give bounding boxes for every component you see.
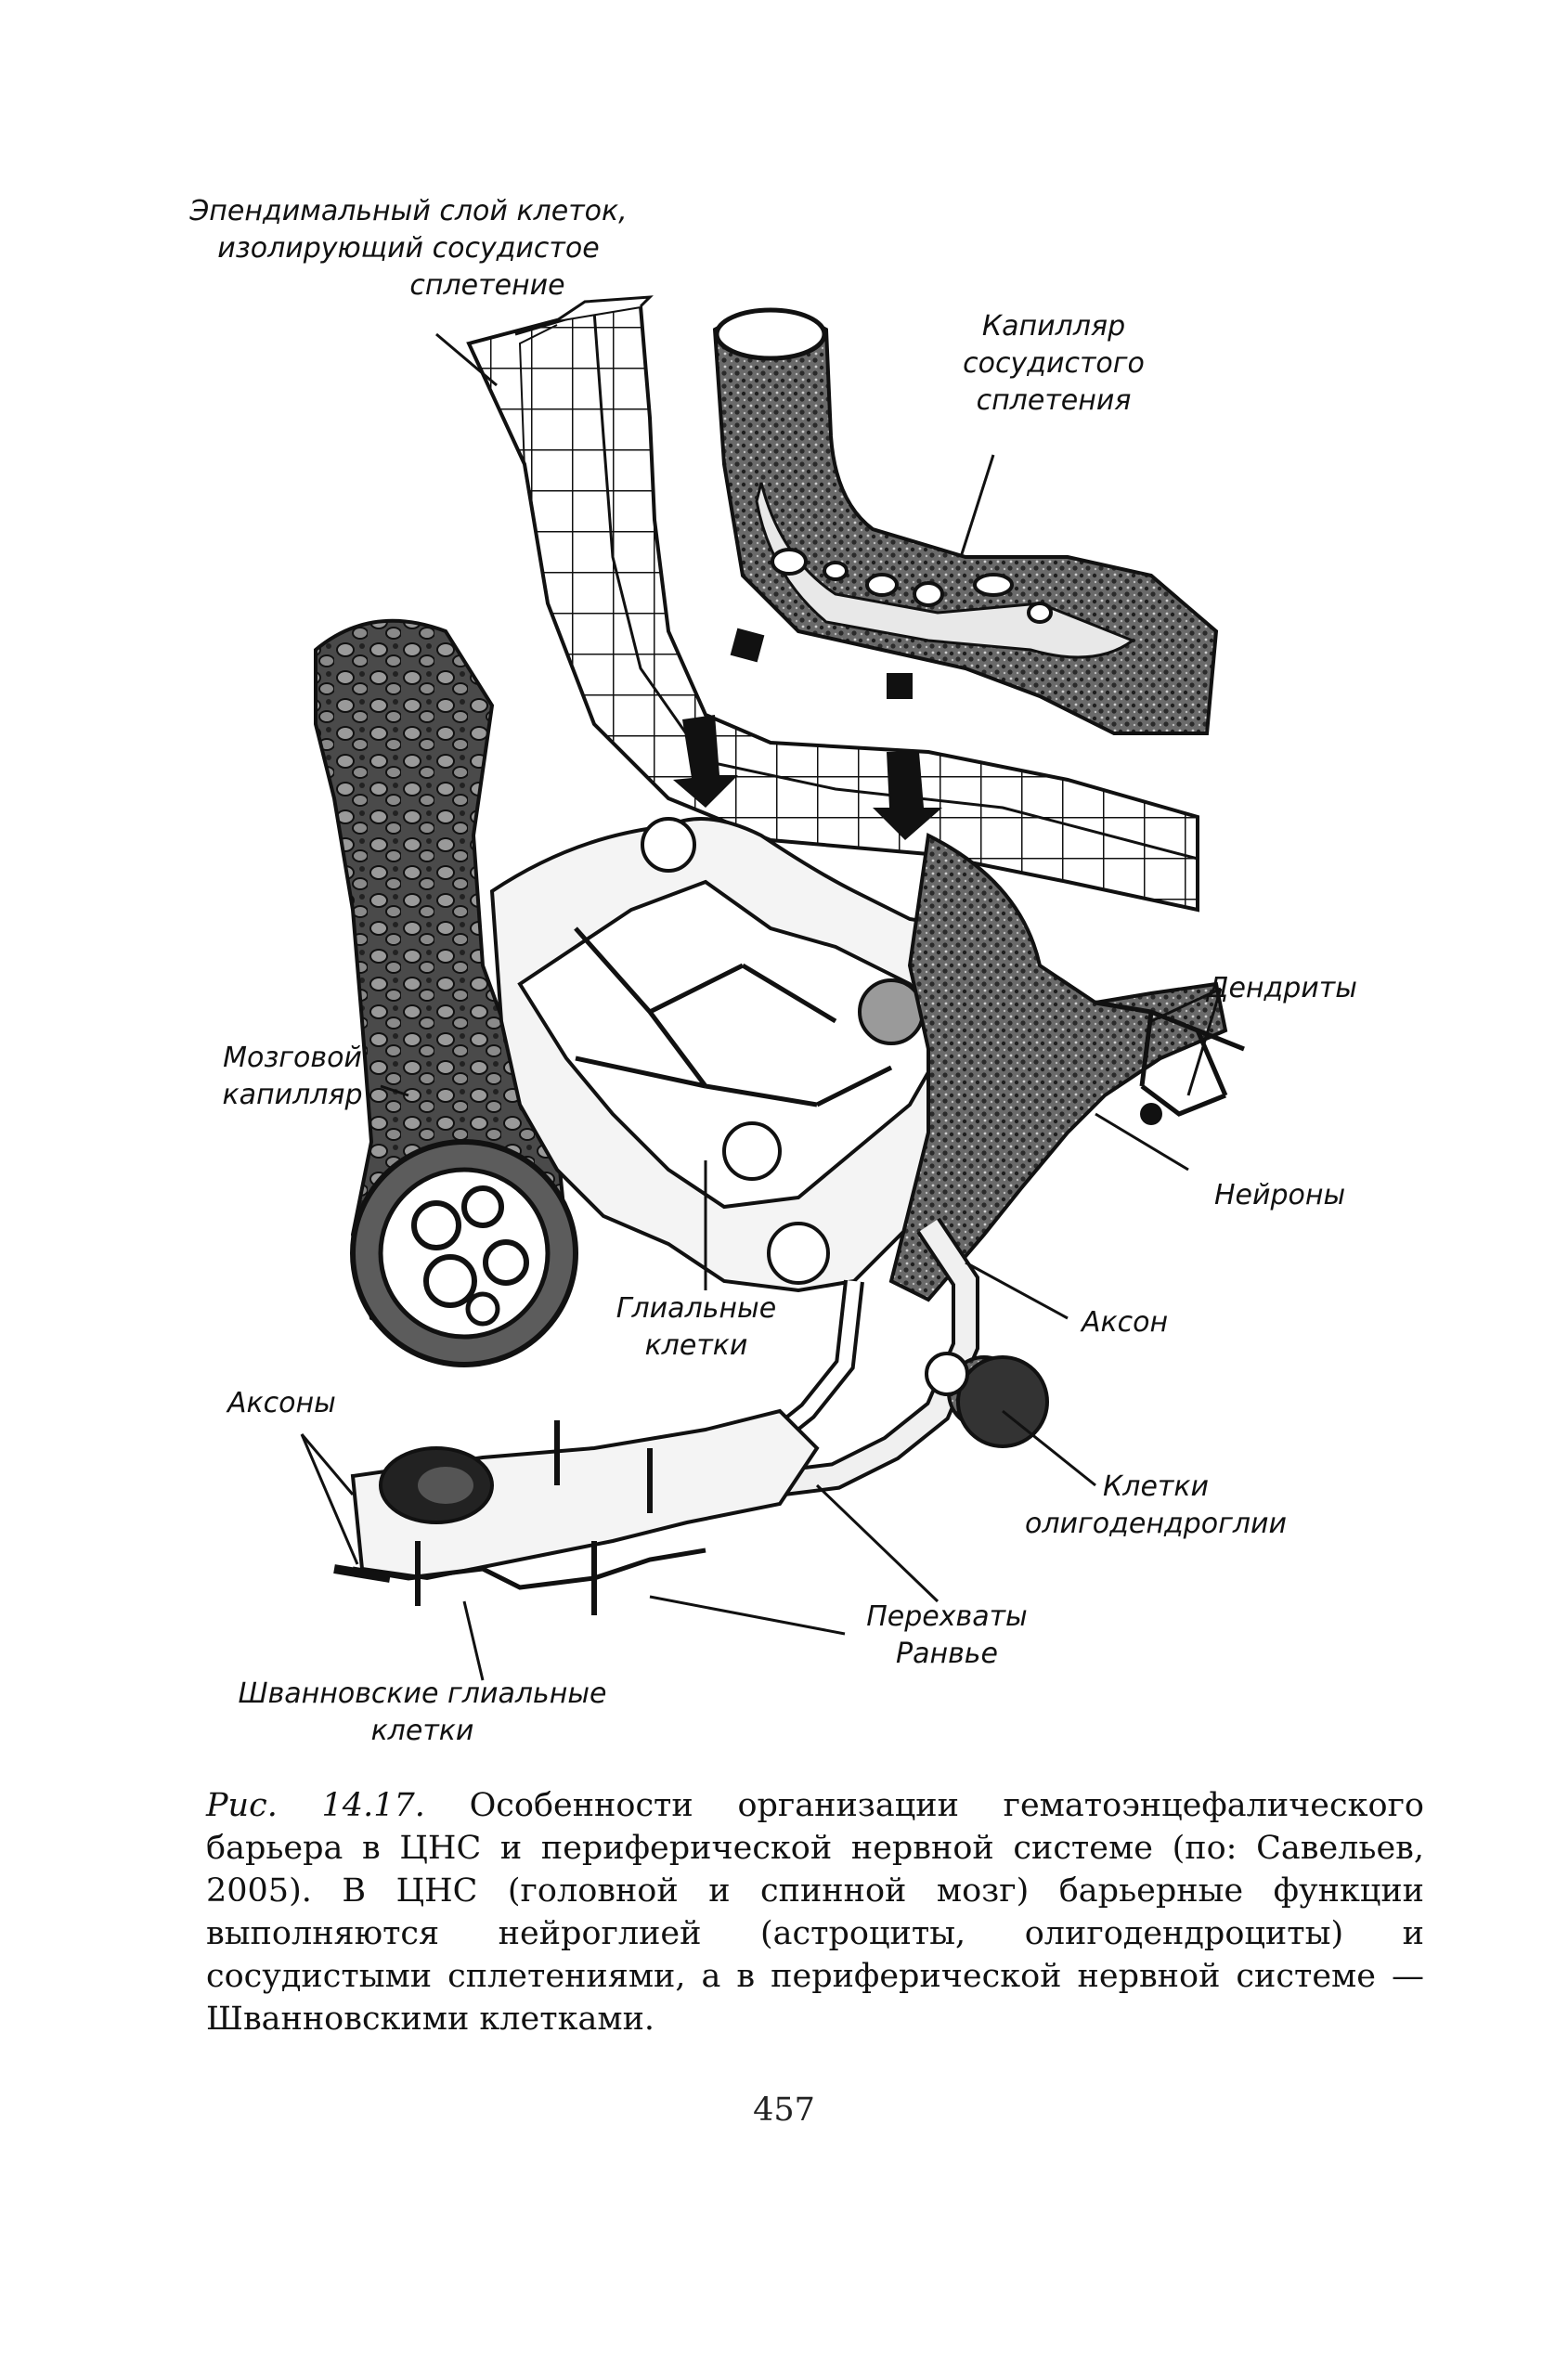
figure-caption: Рис. 14.17. Особенности организации гема… [206, 1784, 1424, 2040]
label-glial-cells: Глиальные клетки [616, 1292, 777, 1362]
label-axons: Аксоны [227, 1387, 336, 1419]
label-dendrites: Дендриты [1207, 972, 1357, 1004]
label-axon: Аксон [1082, 1306, 1169, 1339]
label-schwann-cells: Шванновские глиальные клетки [238, 1677, 607, 1747]
label-neurons: Нейроны [1214, 1179, 1346, 1211]
label-brain-capillary: Мозговой капилляр [222, 1042, 363, 1111]
caption-text: Особенности организации гематоэнцефаличе… [206, 1787, 1424, 2038]
label-ependymal-layer: Эпендимальный слой клеток, изолирующий с… [189, 195, 628, 302]
caption-figure-number: Рис. 14.17. [206, 1787, 425, 1824]
peripheral-nerve [333, 1408, 820, 1615]
neuron [888, 832, 1245, 1302]
label-plexus-capillary: Капилляр сосудистого сплетения [963, 310, 1145, 417]
plexus-capillary [712, 307, 1219, 735]
leader-lines [300, 332, 1223, 1681]
ependymal-layer [466, 295, 1199, 913]
glial-network [489, 817, 1033, 1293]
label-oligodendroglia: Клетки олигодендроглии [1024, 1470, 1288, 1540]
brain-capillary [314, 618, 578, 1367]
label-ranvier-nodes: Перехваты Ранвье [866, 1600, 1028, 1670]
page-number: 457 [753, 2092, 815, 2129]
transport-arrows [673, 628, 942, 840]
